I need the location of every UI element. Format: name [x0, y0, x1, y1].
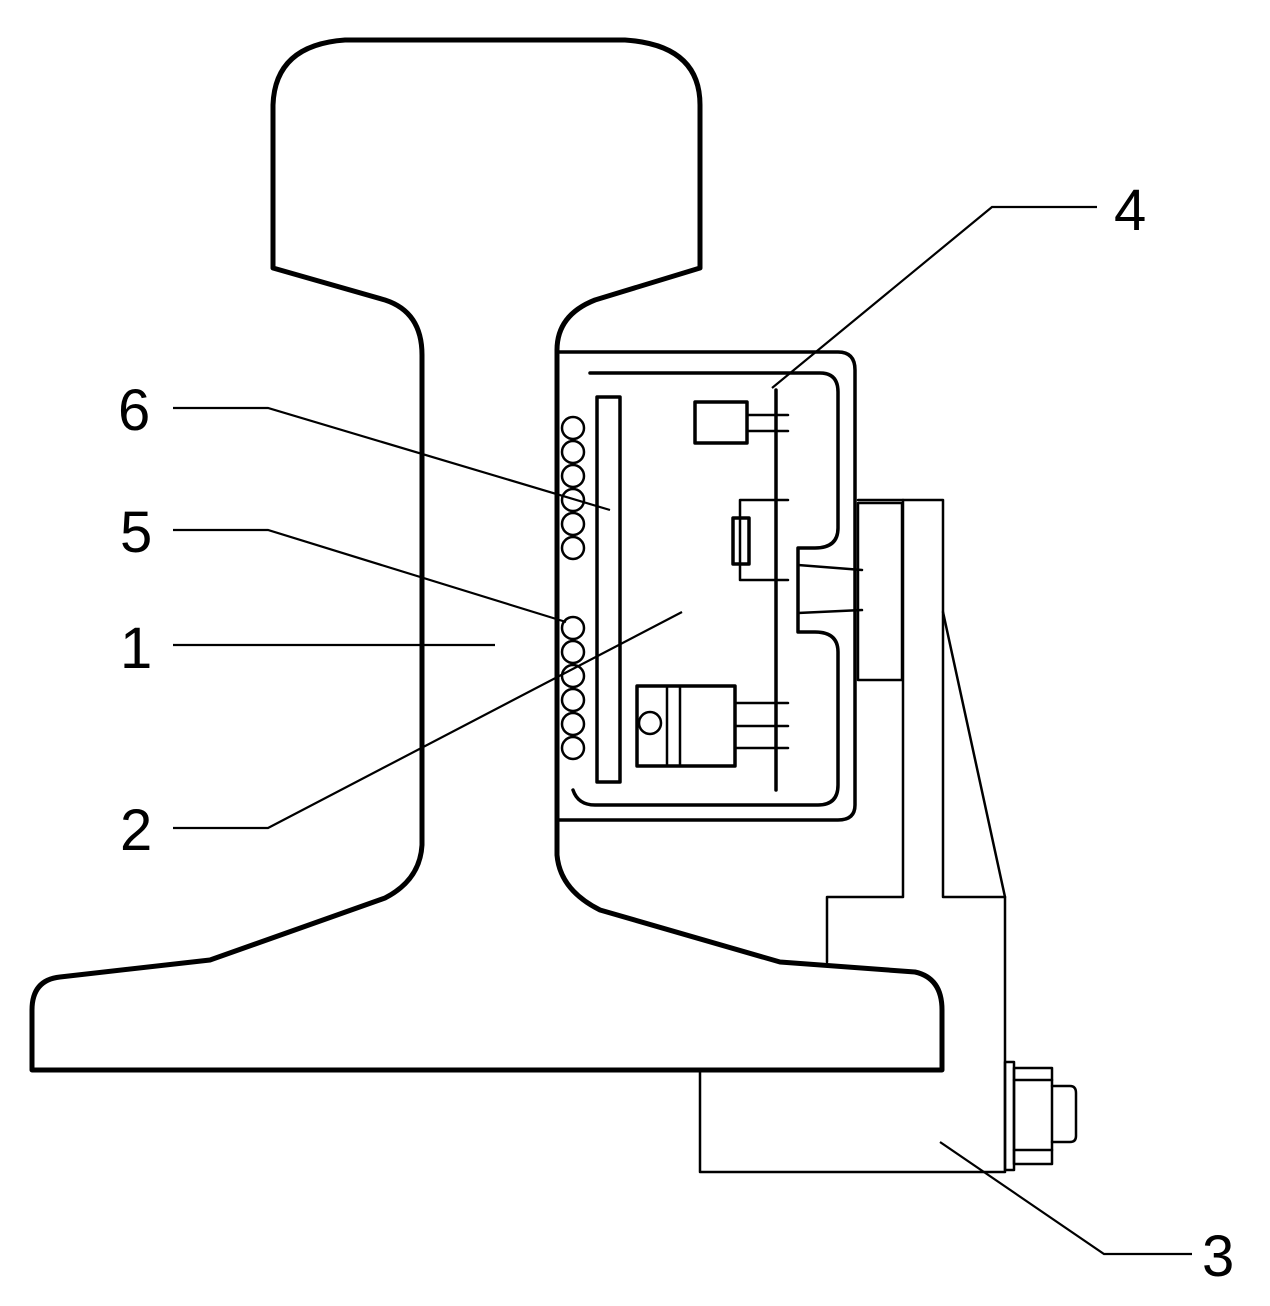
coil-turn [560, 487, 586, 513]
resistor [731, 516, 751, 566]
sensor-housing-outer [555, 350, 857, 822]
callout-label-1: 1 [120, 616, 152, 681]
leader-line-5 [173, 528, 567, 624]
leader-line-6 [173, 406, 611, 512]
sensor-housing-inner [571, 371, 840, 807]
coil-turn [560, 735, 586, 761]
connector-wire [796, 608, 864, 615]
coil-turn [560, 687, 586, 713]
coil-turn [560, 511, 586, 537]
circuit-board [635, 388, 864, 792]
callout-label-5: 5 [120, 500, 152, 565]
coil-turn [560, 663, 586, 689]
callout-label-3: 3 [1202, 1224, 1234, 1289]
callout-label-2: 2 [120, 798, 152, 863]
capacitor-terminal [637, 710, 663, 736]
coil-turn [560, 439, 586, 465]
clamp-pad [856, 501, 904, 682]
clamp-washer [1003, 1060, 1016, 1172]
clamp-arm-inner [825, 498, 905, 964]
coil-turn [560, 415, 586, 441]
connector-wire [796, 563, 864, 572]
electronic-component [693, 400, 749, 445]
leader-line-3 [939, 1141, 1192, 1256]
coil-windings [560, 415, 586, 761]
bolt-end [1050, 1084, 1078, 1144]
callout-label-4: 4 [1114, 178, 1146, 243]
coil-turn [560, 639, 586, 665]
capacitor-block [635, 684, 737, 768]
magnetic-core-plate [595, 395, 622, 784]
leader-lines [173, 205, 1192, 1256]
callout-label-6: 6 [118, 378, 150, 443]
coil-turn [560, 711, 586, 737]
coil-turn [560, 615, 586, 641]
leader-line-2 [173, 611, 683, 830]
rail-profile [29, 37, 945, 1073]
coil-turn [560, 463, 586, 489]
mounting-clamp [698, 498, 1078, 1174]
hex-nut [1012, 1066, 1054, 1166]
resistor-leads [738, 498, 790, 582]
clamp-arm-brace [941, 610, 1007, 899]
leader-line-4 [771, 205, 1097, 389]
coil-turn [560, 535, 586, 561]
